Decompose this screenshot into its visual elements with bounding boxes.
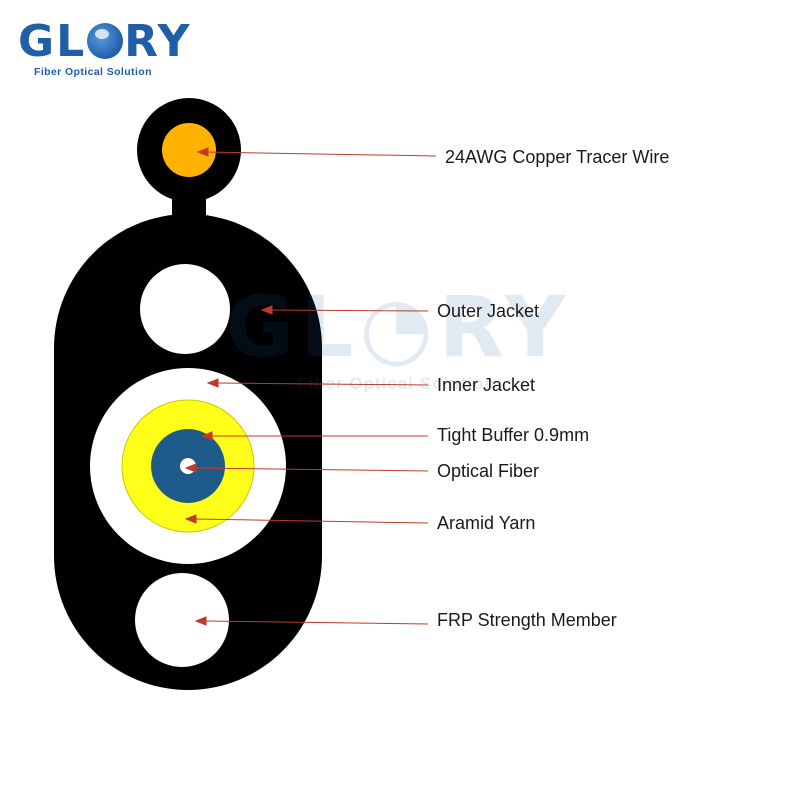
arrow-outer-jacket	[260, 305, 273, 315]
leader-frp	[203, 620, 429, 625]
arrow-aramid-yarn	[184, 514, 197, 524]
arrow-tight-buffer	[200, 431, 213, 441]
frp-strength-member	[135, 573, 229, 667]
logo-wordmark: GL RY	[18, 18, 192, 66]
leader-optical-fiber	[193, 467, 429, 472]
label-outer-jacket: Outer Jacket	[437, 301, 540, 321]
leader-inner-jacket	[215, 382, 429, 386]
label-aramid-yarn: Aramid Yarn	[437, 513, 536, 533]
arrow-frp	[194, 616, 207, 626]
globe-icon	[87, 23, 124, 59]
arrow-tracer-wire	[196, 147, 209, 157]
logo-text-prefix: GL	[18, 16, 87, 67]
leader-tracer-wire	[204, 151, 437, 157]
upper-void	[140, 264, 230, 354]
leader-outer-jacket	[269, 309, 429, 312]
label-tight-buffer: Tight Buffer 0.9mm	[437, 425, 590, 445]
glory-logo: GL RY Fiber Optical Solution	[14, 10, 194, 79]
leader-aramid-yarn	[193, 518, 429, 524]
label-frp-strength-member: FRP Strength Member	[437, 610, 617, 630]
label-tracer-wire: 24AWG Copper Tracer Wire	[445, 147, 670, 167]
logo-tagline: Fiber Optical Solution	[34, 66, 152, 78]
label-optical-fiber: Optical Fiber	[437, 461, 540, 481]
label-inner-jacket: Inner Jacket	[437, 375, 536, 395]
copper-tracer-wire	[162, 123, 216, 177]
arrow-inner-jacket	[206, 378, 219, 388]
logo-text-suffix: RY	[124, 16, 192, 67]
arrow-optical-fiber	[184, 463, 197, 473]
